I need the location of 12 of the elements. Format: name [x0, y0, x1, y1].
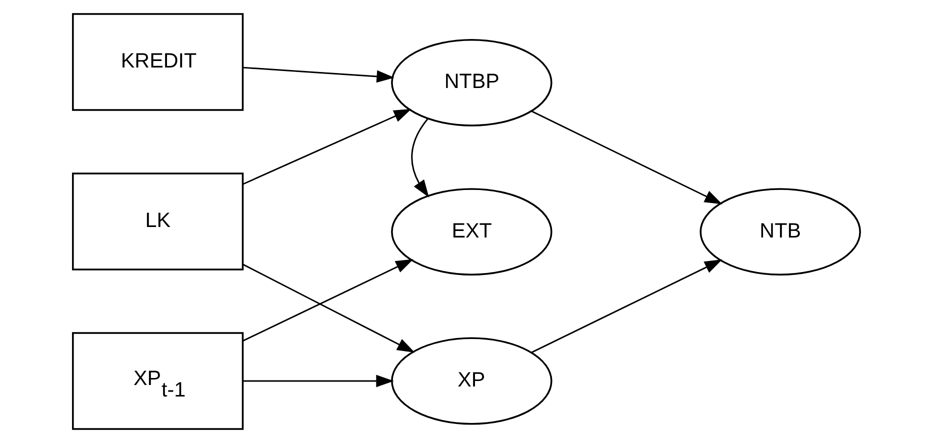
- arrow: [242, 259, 414, 342]
- arrow: [411, 118, 430, 198]
- node-box: LK: [72, 172, 244, 270]
- arrow: [242, 108, 412, 185]
- arrow: [243, 374, 394, 388]
- node-box: KREDIT: [72, 13, 244, 111]
- arrow: [531, 110, 722, 204]
- node-ellipse: NTB: [700, 188, 861, 276]
- arrow: [242, 264, 415, 353]
- node-ellipse: EXT: [391, 188, 552, 276]
- arrow: [242, 66, 394, 83]
- arrow: [531, 259, 722, 354]
